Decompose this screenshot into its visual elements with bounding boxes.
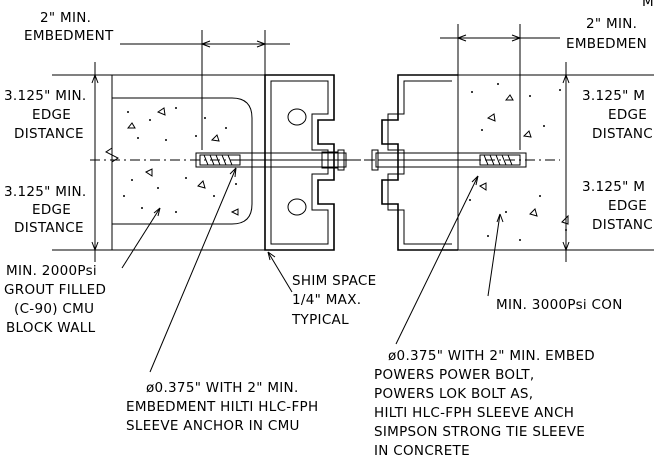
bracket-left	[264, 74, 335, 251]
cmu-detail	[52, 30, 370, 262]
right-embedment-line2: EMBEDMEN	[566, 36, 647, 52]
anchor-cmu-note-line2: EMBEDMENT HILTI HLC-FPH	[126, 399, 318, 415]
right-edge-bottom-line3: DISTANC	[592, 217, 653, 233]
left-embedment-line1: 2" MIN.	[40, 10, 91, 26]
leader-concrete	[487, 213, 501, 297]
left-edge-bottom-line2: EDGE	[32, 202, 71, 218]
left-edge-top-line1: 3.125" MIN.	[4, 88, 86, 104]
cmu-note-line3: (C-90) CMU	[14, 301, 94, 317]
shim-note-line2: 1/4" MAX.	[292, 292, 361, 308]
left-edge-bottom-line1: 3.125" MIN.	[4, 184, 86, 200]
left-text: 2" MIN. EMBEDMENT 3.125" MIN. EDGE DISTA…	[4, 10, 376, 434]
cmu-note-line2: GROUT FILLED	[4, 282, 106, 298]
bracket-inner-right	[387, 80, 452, 245]
anchor-cmu-note-line3: SLEEVE ANCHOR IN CMU	[126, 418, 300, 434]
left-embedment-line2: EMBEDMENT	[24, 28, 114, 44]
leader-anchor-concrete	[395, 175, 479, 345]
grout-hatch	[123, 107, 239, 216]
right-embedment-line1: 2" MIN.	[586, 16, 637, 32]
anchor-concrete-note-line3: POWERS LOK BOLT AS,	[374, 386, 533, 402]
edge-dimension-right	[562, 62, 570, 262]
right-edge-bottom-line2: EDGE	[608, 198, 647, 214]
anchor-cmu-note-line1: ø0.375" WITH 2" MIN.	[146, 380, 299, 396]
cmu-note-line4: BLOCK WALL	[6, 320, 96, 336]
right-edge-top-line3: DISTANC	[592, 126, 653, 142]
leader-lines	[121, 167, 504, 373]
shim-note-line3: TYPICAL	[291, 312, 349, 328]
right-edge-top-line2: EDGE	[608, 107, 647, 123]
left-edge-top-line3: DISTANCE	[14, 126, 84, 142]
anchor-concrete-note-line6: IN CONCRETE	[374, 443, 470, 459]
grout-cell-outline	[112, 97, 253, 225]
leader-anchor-cmu	[149, 167, 237, 373]
concrete-hatch	[469, 83, 569, 241]
right-top-fragment: M	[642, 0, 654, 10]
left-edge-top-line2: EDGE	[32, 107, 71, 123]
bracket-hole-bottom	[287, 198, 307, 216]
cmu-block-outline	[111, 74, 265, 251]
anchor-concrete-note-line5: SIMPSON STRONG TIE SLEEVE	[374, 424, 585, 440]
right-edge-bottom-line1: 3.125" M	[582, 179, 645, 195]
leader-shim	[267, 251, 293, 293]
cmu-note-line1: MIN. 2000Psi	[6, 263, 97, 279]
leader-cmu	[121, 207, 161, 269]
bracket-inner-left	[270, 80, 329, 245]
right-edge-top-line1: 3.125" M	[582, 88, 645, 104]
bracket-hole-top	[287, 108, 307, 126]
anchor-concrete-note-line4: HILTI HLC-FPH SLEEVE ANCH	[374, 405, 574, 421]
edge-dimension-left	[52, 62, 112, 262]
anchor-concrete-note-line1: ø0.375" WITH 2" MIN. EMBED	[388, 348, 595, 364]
embedment-dimension-right	[440, 24, 560, 150]
concrete-detail	[345, 24, 654, 262]
left-edge-bottom-line3: DISTANCE	[14, 220, 84, 236]
right-text: M 2" MIN. EMBEDMEN 3.125" M EDGE DISTANC…	[374, 0, 654, 459]
bracket-right	[381, 74, 458, 251]
shim-note-line1: SHIM SPACE	[292, 273, 376, 289]
concrete-note: MIN. 3000Psi CON	[496, 297, 623, 313]
anchor-concrete-note-line2: POWERS POWER BOLT,	[374, 367, 534, 383]
embedment-dimension-left	[120, 30, 290, 150]
